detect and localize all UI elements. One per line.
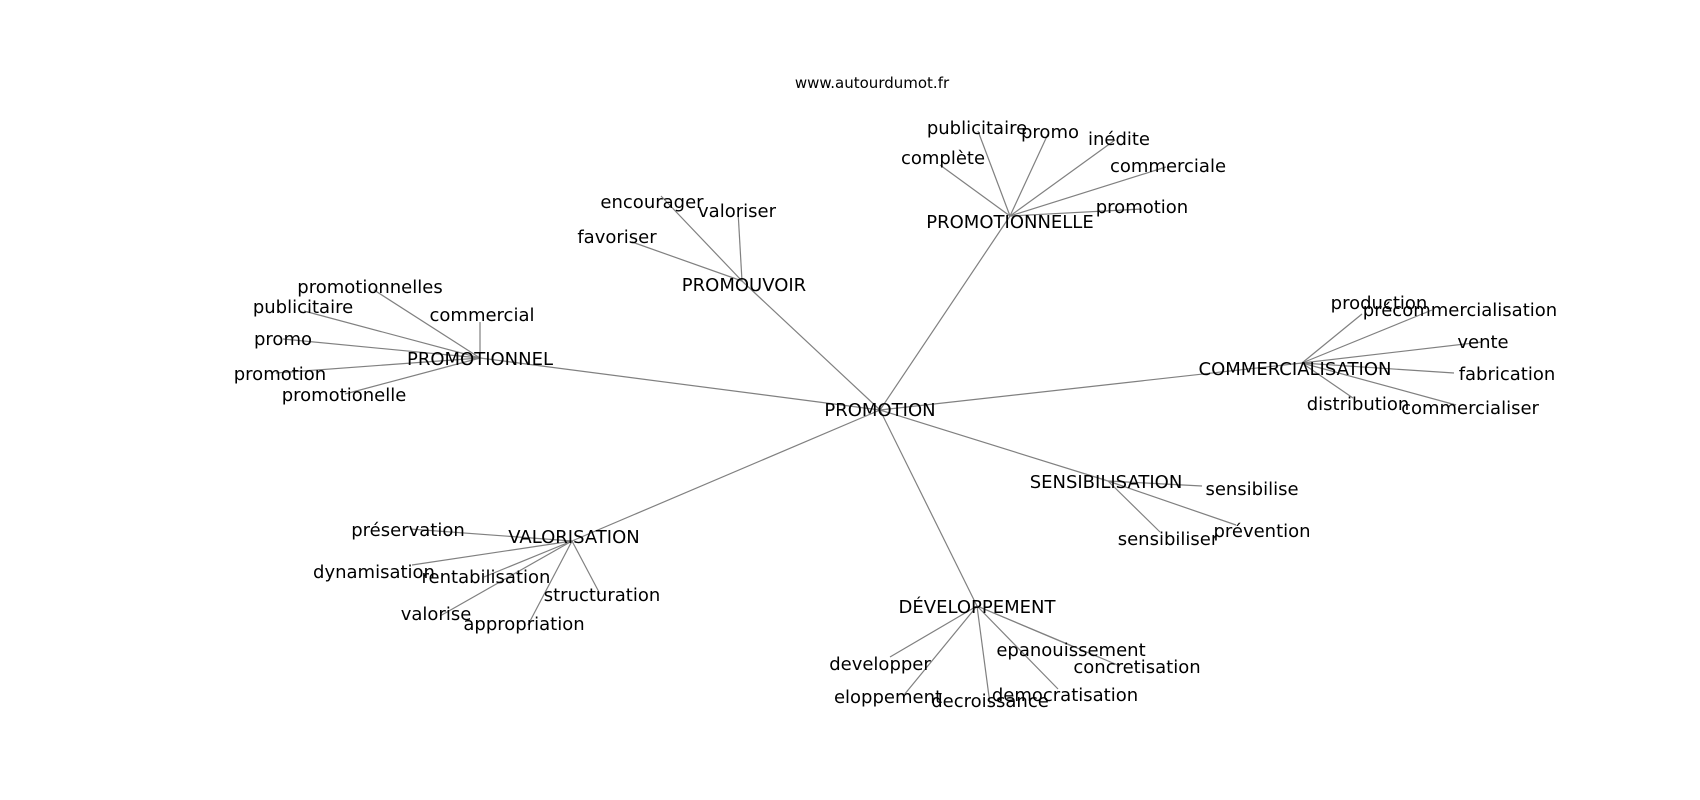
edge-center-developpement: [879, 409, 978, 607]
leaf-node: inédite: [1088, 129, 1150, 150]
source-label: www.autourdumot.fr: [795, 74, 950, 92]
edge-promotionnel-leaf: [344, 357, 481, 395]
edge-center-valorisation: [571, 409, 881, 542]
leaf-node: promotion: [234, 364, 326, 385]
leaf-node: fabrication: [1459, 364, 1556, 385]
edge-valorisation-leaf: [527, 540, 573, 626]
leaf-node: appropriation: [463, 614, 584, 635]
leaf-node: prévention: [1213, 521, 1310, 542]
edge-promotionnelle-leaf: [977, 130, 1011, 217]
leaf-node: promotionelle: [282, 385, 407, 406]
leaf-node: publicitaire: [927, 118, 1027, 139]
leaf-node: dynamisation: [313, 562, 435, 583]
edge-promotionnelle-leaf: [1009, 133, 1049, 217]
leaf-node: commercial: [430, 305, 535, 326]
hub-node-promotionnel: PROMOTIONNEL: [407, 349, 553, 370]
leaf-node: promo: [254, 329, 312, 350]
leaf-node: sensibiliser: [1118, 529, 1219, 550]
edge-developpement-leaf: [903, 605, 978, 696]
hub-node-valorisation: VALORISATION: [508, 527, 639, 548]
edge-center-promouvoir: [741, 280, 881, 411]
leaf-node: promotion: [1096, 197, 1188, 218]
edge-center-commercialisation: [879, 362, 1303, 411]
edge-sensibilisation-leaf: [1107, 480, 1161, 533]
leaf-node: favoriser: [577, 227, 657, 248]
leaf-node: valoriser: [698, 201, 777, 222]
leaf-node: complète: [901, 148, 985, 169]
edge-promotionnelle-leaf: [1009, 166, 1167, 217]
leaf-node: vente: [1457, 332, 1508, 353]
edge-center-promotionnel: [479, 357, 881, 411]
leaf-node: promo: [1021, 122, 1079, 143]
hub-node-sensibilisation: SENSIBILISATION: [1030, 472, 1183, 493]
leaf-node: publicitaire: [253, 297, 353, 318]
hub-node-promouvoir: PROMOUVOIR: [682, 275, 806, 296]
edge-developpement-leaf: [976, 605, 1059, 690]
edge-promotionnel-leaf: [373, 289, 481, 359]
edge-valorisation-leaf: [483, 540, 573, 578]
edge-valorisation-leaf: [409, 528, 573, 542]
edge-sensibilisation-leaf: [1107, 480, 1203, 487]
edge-promotionnel-leaf: [303, 310, 481, 359]
leaf-node: structuration: [544, 585, 661, 606]
edge-commercialisation-leaf: [1301, 362, 1457, 406]
center-node: PROMOTION: [824, 400, 935, 421]
graph-edges: [275, 130, 1483, 705]
hub-node-commercialisation: COMMERCIALISATION: [1199, 359, 1392, 380]
leaf-node: précommercialisation: [1363, 300, 1557, 321]
leaf-node: democratisation: [992, 685, 1138, 706]
edge-valorisation-leaf: [411, 540, 573, 566]
edge-promotionnelle-leaf: [1009, 139, 1116, 217]
leaf-node: distribution: [1307, 394, 1410, 415]
edge-commercialisation-leaf: [1301, 309, 1433, 364]
leaf-node: rentabilisation: [422, 567, 551, 588]
edge-commercialisation-leaf: [1301, 362, 1455, 374]
leaf-node: commerciale: [1110, 156, 1226, 177]
edge-valorisation-leaf: [571, 540, 601, 595]
leaf-node: préservation: [351, 520, 465, 541]
leaf-node: concretisation: [1073, 657, 1200, 678]
leaf-node: sensibilise: [1205, 479, 1298, 500]
edge-promouvoir-leaf: [631, 241, 743, 282]
edge-commercialisation-leaf: [1301, 313, 1363, 364]
edge-promotionnel-leaf: [282, 338, 481, 359]
edge-promotionnelle-leaf: [1009, 208, 1143, 217]
graph-labels: www.autourdumot.fr PROMOTION publicitaire…: [234, 74, 1557, 712]
leaf-node: developper: [829, 654, 931, 675]
edge-commercialisation-leaf: [1301, 362, 1354, 399]
edge-valorisation-leaf: [439, 540, 573, 617]
edge-commercialisation-leaf: [1301, 341, 1483, 364]
leaf-node: decroissance: [931, 691, 1049, 712]
edge-promouvoir-leaf: [737, 210, 743, 282]
leaf-node: encourager: [600, 192, 704, 213]
edge-promotionnel-leaf: [275, 357, 481, 374]
edge-center-promotionnelle: [879, 215, 1011, 411]
leaf-node: production: [1331, 293, 1428, 314]
hub-node-promotionnelle: PROMOTIONNELLE: [926, 212, 1093, 233]
hub-node-developpement: DÉVELOPPEMENT: [899, 596, 1057, 618]
edge-sensibilisation-leaf: [1107, 480, 1237, 526]
edge-developpement-leaf: [889, 605, 978, 658]
leaf-node: commercialiser: [1401, 398, 1539, 419]
edge-developpement-leaf: [976, 605, 991, 705]
edge-promouvoir-leaf: [660, 195, 743, 282]
edge-developpement-leaf: [976, 605, 1121, 667]
leaf-node: promotionnelles: [297, 277, 442, 298]
edge-center-sensibilisation: [879, 409, 1109, 482]
edge-promotionnelle-leaf: [939, 164, 1011, 217]
leaf-node: epanouissement: [996, 640, 1145, 661]
leaf-node: eloppement: [834, 687, 942, 708]
leaf-node: valorise: [401, 604, 472, 625]
